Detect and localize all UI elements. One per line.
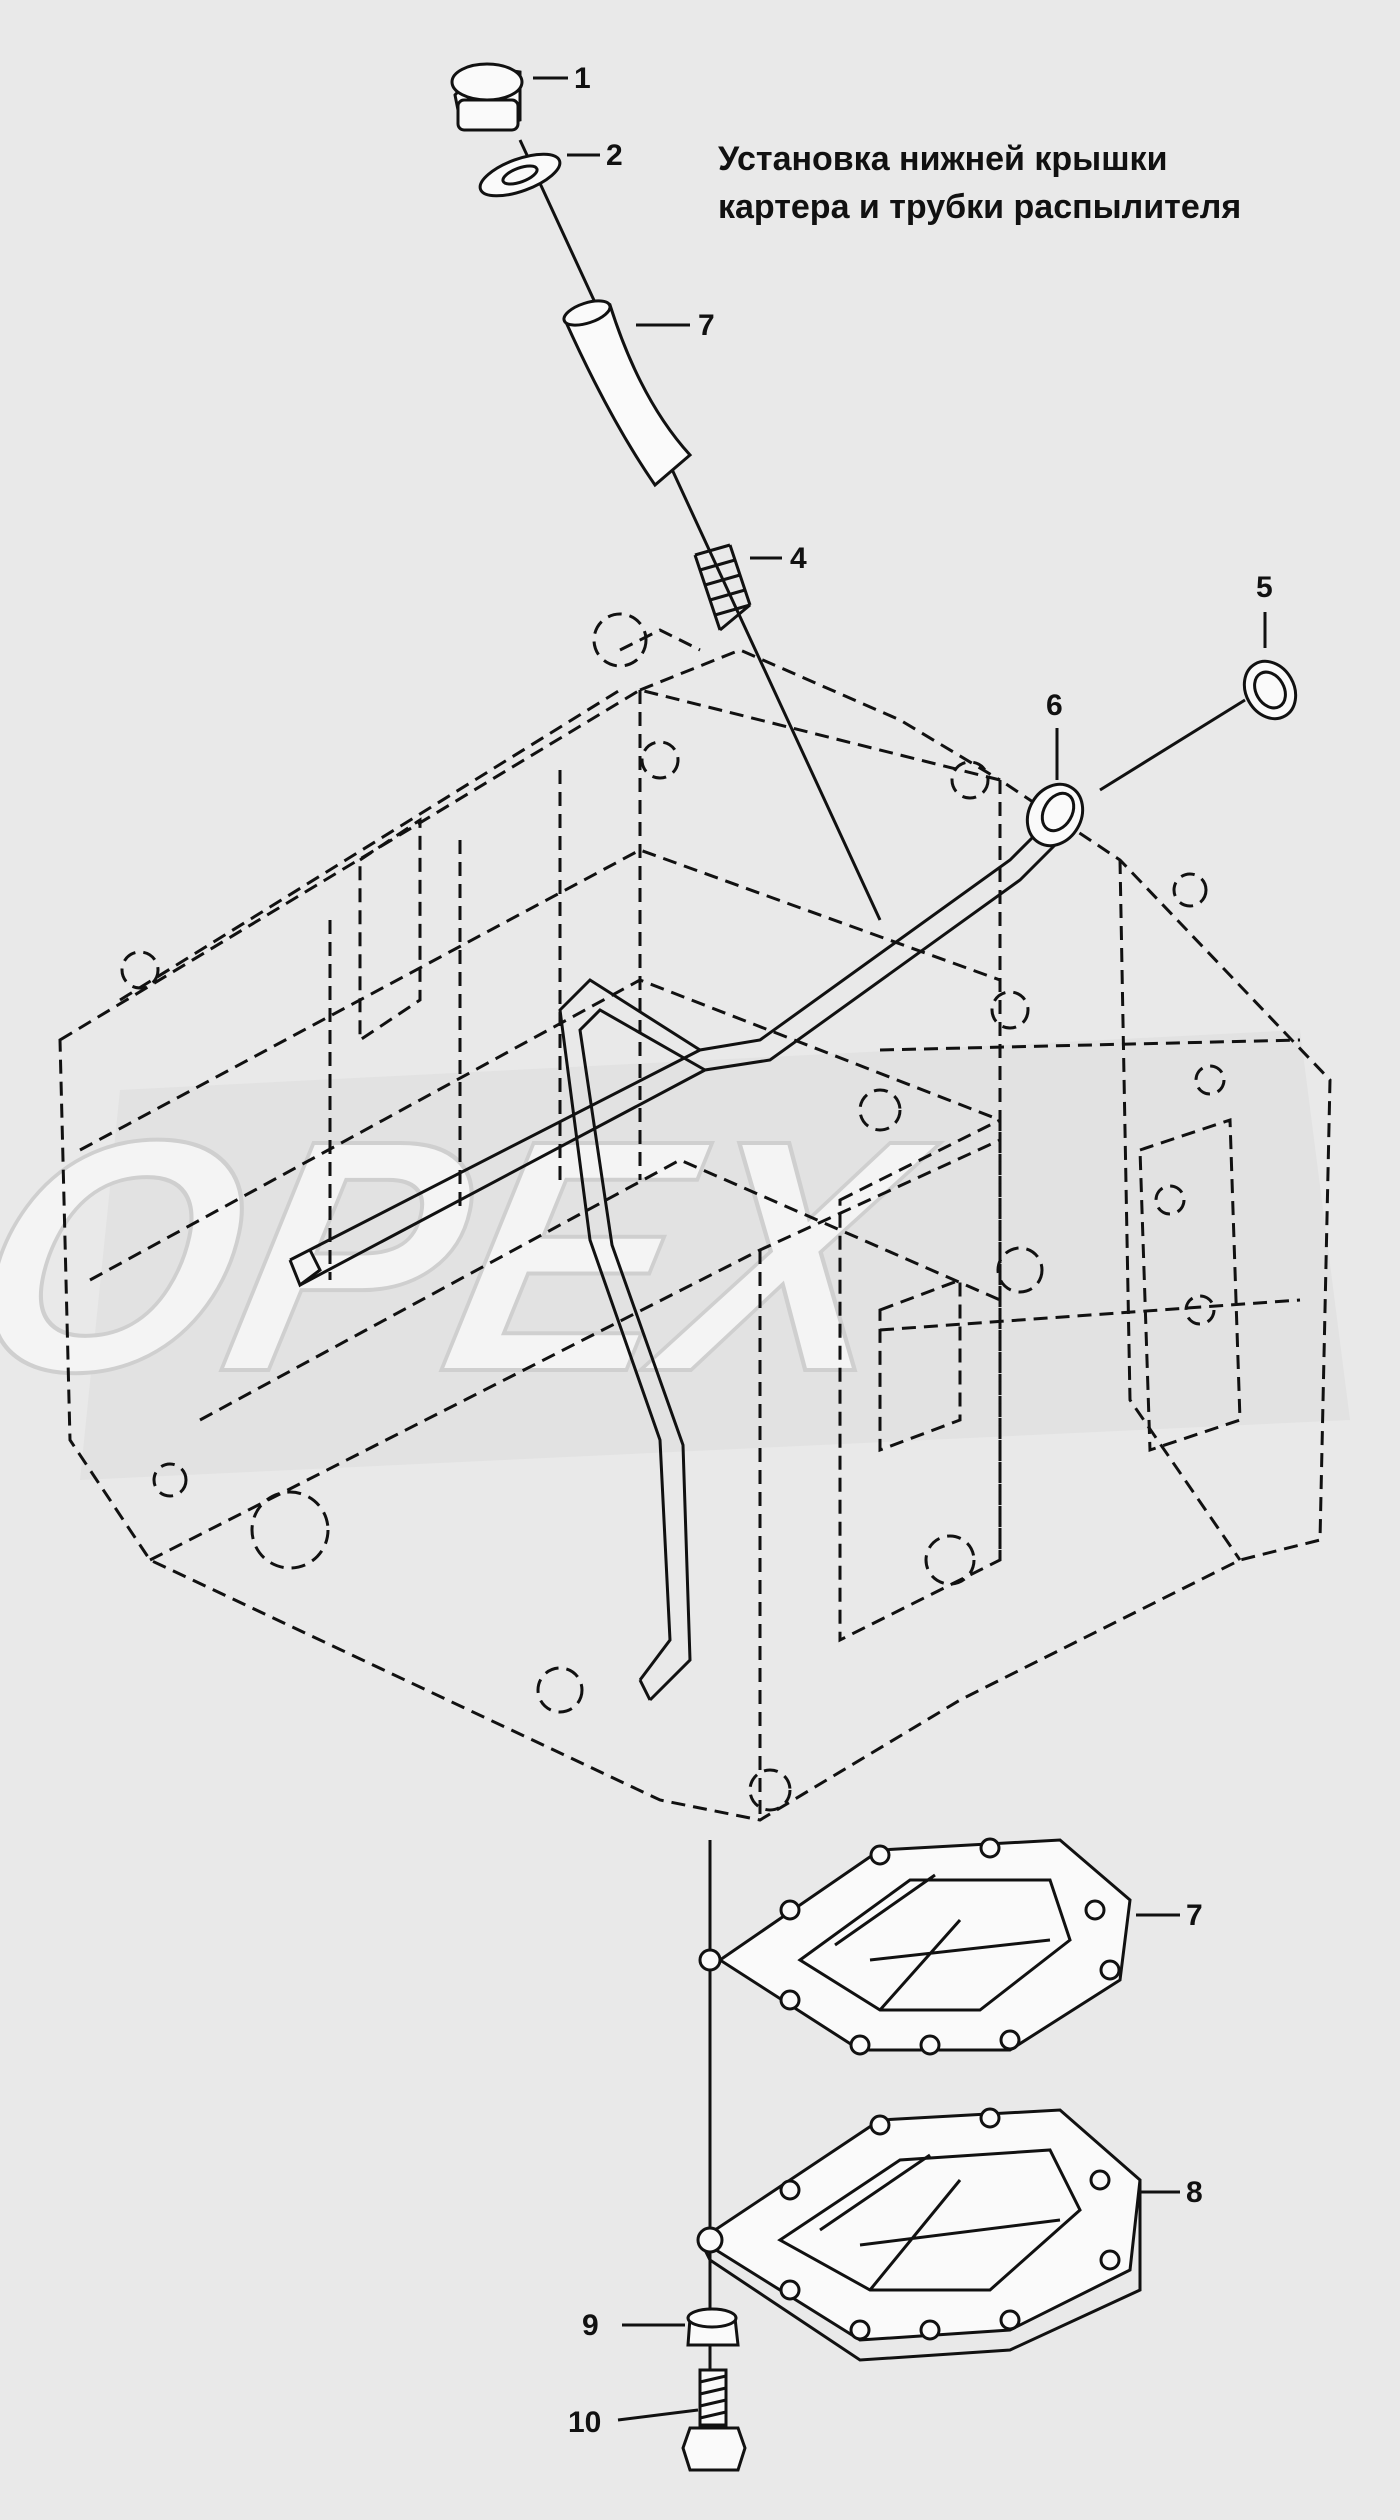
washer-part-2 [478, 152, 562, 198]
cover-part-8 [696, 2107, 1142, 2362]
leader-lines [533, 76, 1267, 2422]
callout-part-4: 4 [790, 542, 807, 575]
tube-fitting-bore [1040, 791, 1076, 833]
bolt-part-10 [681, 2368, 747, 2472]
callout-part-7-sleeve: 7 [698, 309, 715, 342]
diagram-title-line-2: картера и трубки распылителя [718, 188, 1241, 226]
sleeve-part-7 [562, 299, 693, 488]
watermark-logo: OPEX [0, 1030, 1350, 1480]
gearbox-housing [58, 612, 1332, 1822]
callout-part-6: 6 [1046, 689, 1063, 722]
washer-part-9 [686, 2307, 740, 2347]
spring-part-4 [693, 543, 752, 632]
gasket-part-7 [698, 1837, 1132, 2056]
o-ring-inner [1253, 670, 1287, 710]
spray-tube [288, 818, 1067, 1702]
callout-part-7-gasket: 7 [1186, 1899, 1203, 1932]
plug-part-1 [450, 62, 524, 132]
watermark-text: OPEX [0, 1071, 956, 1440]
callout-part-2: 2 [606, 139, 623, 172]
callout-part-1: 1 [574, 62, 591, 95]
callout-part-5: 5 [1256, 571, 1273, 604]
assembly-axis-fitting [1099, 698, 1246, 792]
callout-part-8: 8 [1186, 2176, 1203, 2209]
callout-part-10: 10 [568, 2406, 601, 2439]
callout-part-9: 9 [582, 2309, 599, 2342]
diagram-title-line-1: Установка нижней крышки [718, 140, 1167, 178]
assembly-axis-top [518, 139, 882, 921]
